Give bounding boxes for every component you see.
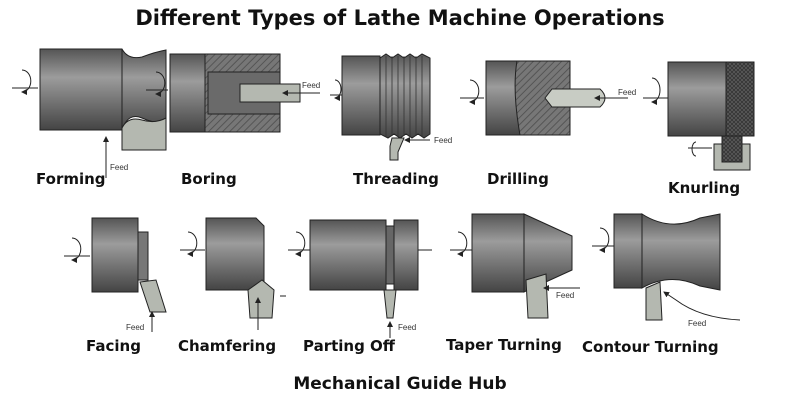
label-threading: Threading <box>353 170 439 188</box>
label-knurling: Knurling <box>668 179 741 197</box>
facing-diagram: Feed <box>64 217 167 332</box>
label-boring: Boring <box>181 170 237 188</box>
label-parting-off: Parting Off <box>303 337 395 355</box>
feed-label: Feed <box>398 323 416 332</box>
forming-diagram: Feed <box>12 48 167 178</box>
feed-label: Feed <box>302 81 320 90</box>
label-contour-turning: Contour Turning <box>582 338 719 356</box>
drilling-diagram: Feed <box>460 60 636 136</box>
label-chamfering: Chamfering <box>178 337 277 355</box>
feed-label: Feed <box>688 319 706 328</box>
taper-turning-diagram: Feed <box>450 213 580 319</box>
page-title: Different Types of Lathe Machine Operati… <box>135 6 665 30</box>
footer-brand: Mechanical Guide Hub <box>293 374 507 394</box>
label-facing: Facing <box>86 337 141 355</box>
feed-label: Feed <box>434 136 452 145</box>
feed-label: Feed <box>110 163 128 172</box>
parting-off-diagram: Feed <box>288 219 432 338</box>
threading-diagram: Feed <box>330 53 452 161</box>
boring-diagram: Feed <box>146 53 320 133</box>
feed-label: Feed <box>126 323 144 332</box>
chamfering-diagram <box>180 217 286 330</box>
contour-turning-diagram: Feed <box>592 213 741 328</box>
knurling-diagram <box>643 61 755 171</box>
label-forming: Forming <box>36 170 106 188</box>
label-drilling: Drilling <box>487 170 549 188</box>
feed-label: Feed <box>618 88 636 97</box>
feed-label: Feed <box>556 291 574 300</box>
label-taper-turning: Taper Turning <box>446 336 562 354</box>
